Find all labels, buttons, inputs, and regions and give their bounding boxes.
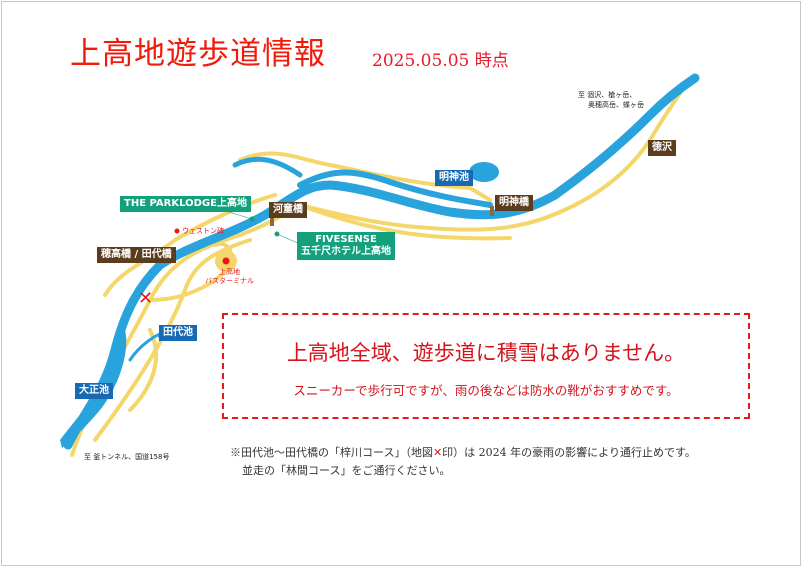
label-tokusawa: 徳沢 [648, 140, 676, 156]
fivesense-leader [276, 233, 301, 245]
river [63, 73, 700, 450]
footnote-line2: 並走の「林間コース」をご通行ください。 [242, 464, 451, 477]
label-to-north: 至 涸沢、槍ヶ岳、 奥穂高岳、蝶ヶ岳 [578, 90, 644, 110]
notice-sub: スニーカーで歩行可ですが、雨の後などは防水の靴がおすすめです。 [293, 383, 679, 398]
footnote-text-a: ※田代池～田代橋の「梓川コース」（地図 [230, 446, 433, 459]
label-to-south: 至 釜トンネル、国道158号 [84, 453, 170, 461]
label-kappabashi: 河童橋 [269, 202, 307, 218]
label-weston: ウェストン碑 [182, 227, 224, 235]
terminal-line2: バスターミナル [205, 277, 254, 285]
river-main [63, 73, 700, 450]
river-upper [232, 156, 303, 178]
label-hotaka-bridge: 穂高橋 / 田代橋 [97, 247, 176, 263]
status-date: 2025.05.05 時点 [372, 51, 509, 71]
label-bus-terminal: 上高地 バスターミナル [205, 268, 254, 286]
label-taishoike: 大正池 [75, 383, 113, 399]
myojinbashi-bridge-icon [490, 206, 494, 216]
trail-forest [93, 238, 252, 442]
to-north-line2: 奥穂高岳、蝶ヶ岳 [588, 101, 644, 109]
label-myojinbashi: 明神橋 [495, 195, 533, 211]
river-north-branch [297, 169, 493, 208]
bus-terminal-marker [222, 257, 230, 265]
closed-mark-ref-icon: ✕ [432, 446, 443, 459]
kappabashi-bridge-icon [270, 216, 274, 226]
closed-mark-icon: ✕ [138, 288, 154, 309]
myojinike-pond [469, 162, 499, 182]
label-myojinike: 明神池 [435, 170, 473, 186]
trail-east-south [298, 203, 512, 241]
fivesense-line1: FIVESENSE [315, 234, 377, 245]
page-title: 上高地遊歩道情報 [70, 36, 326, 72]
footnote-line1: ※田代池～田代橋の「梓川コース」（地図✕印）は 2024 年の豪雨の影響により通… [230, 444, 696, 460]
fivesense-line2: 五千尺ホテル上高地 [301, 246, 391, 257]
weston-marker [174, 228, 180, 234]
taishoike-pond [60, 330, 127, 448]
terminal-line1: 上高地 [219, 268, 240, 276]
label-tashiroike: 田代池 [159, 325, 197, 341]
label-fivesense: FIVESENSE 五千尺ホテル上高地 [297, 232, 395, 260]
to-north-line1: 至 涸沢、槍ヶ岳、 [578, 91, 637, 99]
notice-main: 上高地全域、遊歩道に積雪はありません。 [286, 341, 686, 365]
label-parklodge: THE PARKLODGE上高地 [120, 196, 251, 212]
footnote-text-b: 印）は 2024 年の豪雨の影響により通行止めです。 [442, 446, 696, 459]
snow-notice-box: 上高地全域、遊歩道に積雪はありません。 スニーカーで歩行可ですが、雨の後などは防… [222, 313, 750, 419]
